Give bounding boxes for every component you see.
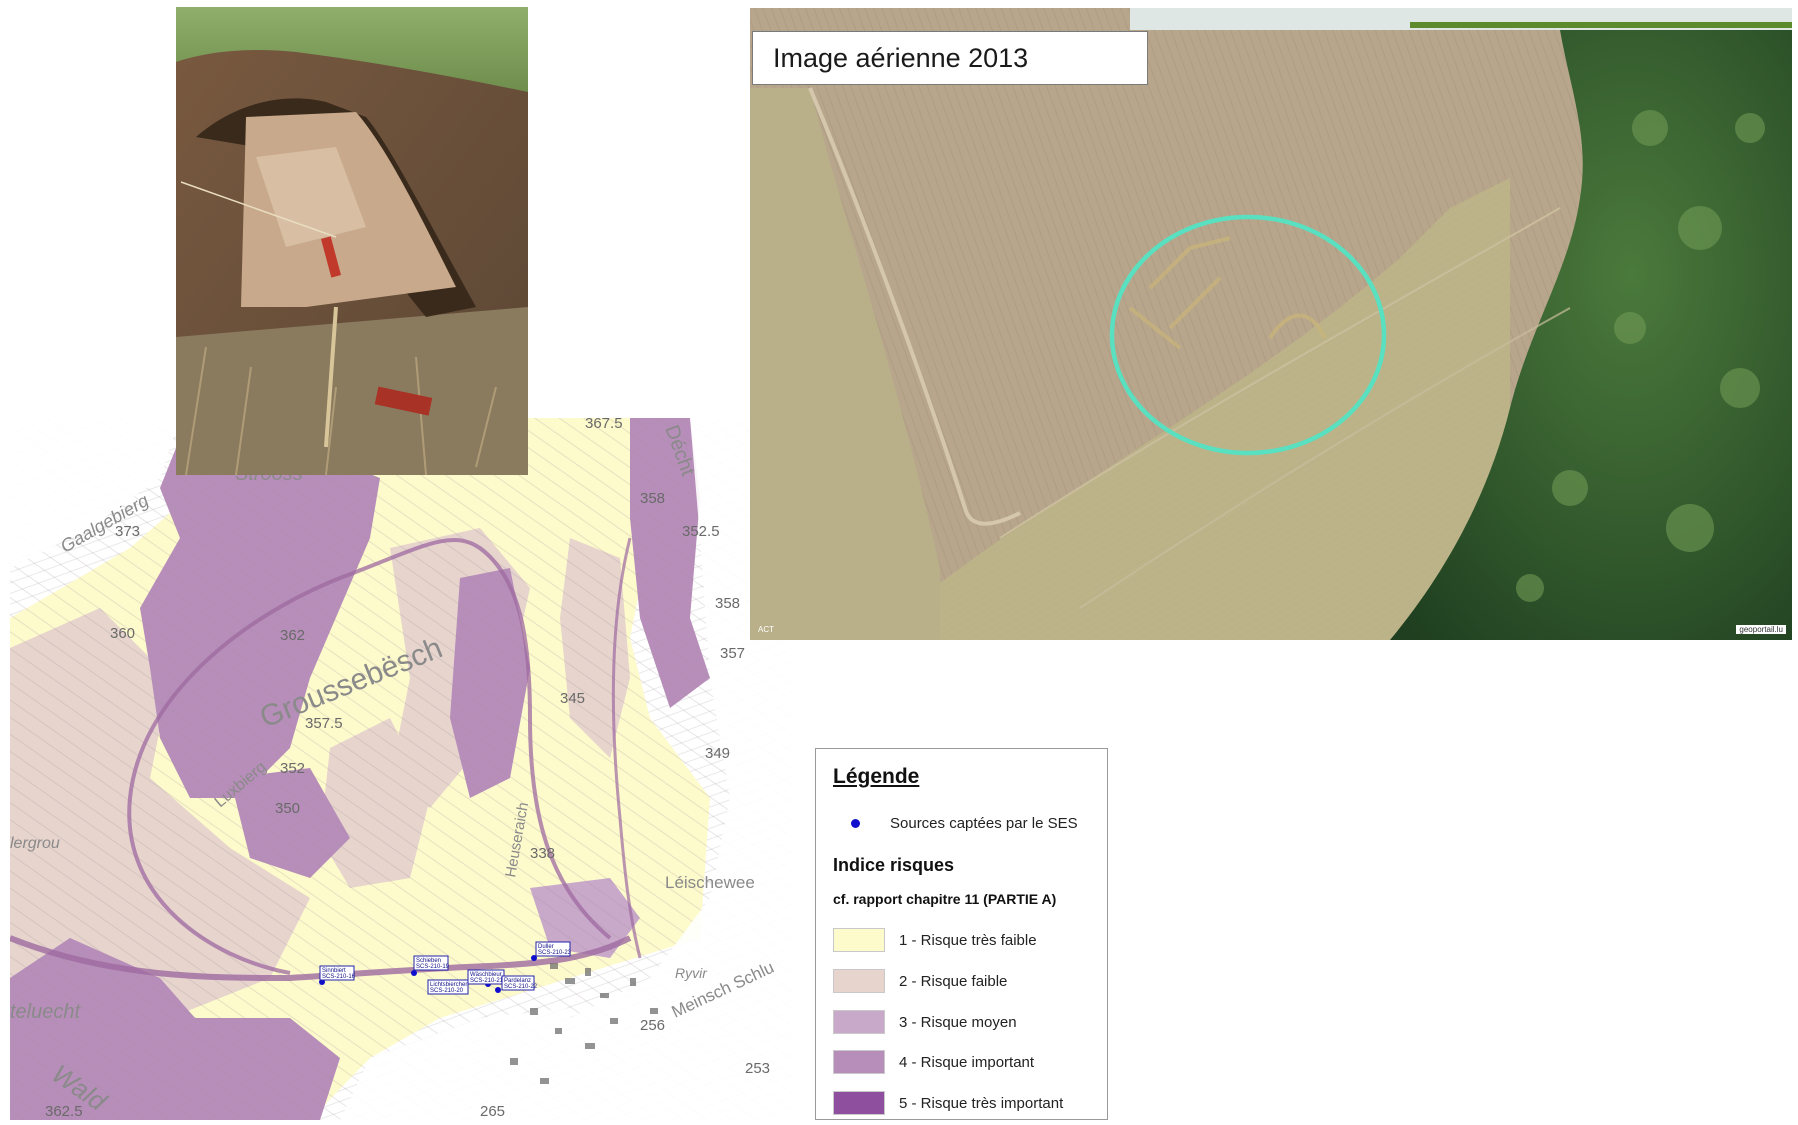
legend-sources-label: Sources captées par le SES — [890, 814, 1078, 832]
aerial-image-canvas — [750, 8, 1792, 640]
water-source[interactable]: Wäschbieur SCS-210-21 — [467, 969, 505, 987]
legend-title: Légende — [833, 765, 920, 788]
svg-text:Sinnbiert: Sinnbiert — [322, 968, 346, 974]
legend-class-label: 5 - Risque très important — [899, 1094, 1064, 1112]
legend-swatch — [833, 1010, 885, 1034]
forest-area — [1390, 30, 1792, 640]
elevation: 367.5 — [585, 418, 623, 432]
aerial-credit-left: ACT — [758, 625, 774, 634]
svg-text:SCS-210-21: SCS-210-21 — [470, 978, 504, 984]
svg-text:Schieben: Schieben — [416, 958, 441, 964]
legend-class-label: 4 - Risque important — [899, 1053, 1035, 1071]
site-highlight-circle — [1109, 214, 1387, 456]
elevation: 350 — [275, 800, 300, 817]
legend-subheading: cf. rapport chapitre 11 (PARTIE A) — [833, 891, 1057, 907]
water-source[interactable]: Duller SCS-210-23 — [531, 941, 572, 961]
scale-bar — [374, 386, 433, 416]
map-legend: Légende Sources captées par le SES Indic… — [815, 748, 1108, 1120]
elevation: 357 — [720, 645, 745, 662]
elevation: 362.5 — [45, 1103, 83, 1120]
svg-text:SCS-210-19: SCS-210-19 — [416, 964, 450, 970]
excavation-photo-canvas — [176, 7, 528, 475]
elevation: 360 — [110, 625, 135, 642]
legend-row-class-4: 4 - Risque important — [833, 1049, 1034, 1075]
svg-text:Duller: Duller — [538, 944, 554, 950]
water-source[interactable]: Sinnbiert SCS-210-16 — [319, 965, 356, 985]
place-name: Léischewee — [665, 873, 755, 892]
aerial-caption: Image aérienne 2013 — [752, 31, 1148, 85]
elevation: 256 — [640, 1017, 665, 1034]
field-track — [808, 87, 1021, 526]
place-name: teluecht — [10, 1001, 81, 1023]
legend-row-sources: Sources captées par le SES — [833, 810, 1078, 836]
legend-swatch — [833, 969, 885, 993]
elevation: 338 — [530, 845, 555, 862]
svg-text:SCS-210-22: SCS-210-22 — [504, 984, 538, 990]
svg-text:Lichtsbierchen: Lichtsbierchen — [430, 982, 469, 988]
legend-class-label: 2 - Risque faible — [899, 972, 1008, 990]
elevation: 373 — [115, 523, 140, 540]
water-source[interactable]: Schieben SCS-210-19 — [411, 955, 450, 976]
legend-row-class-3: 3 - Risque moyen — [833, 1009, 1017, 1035]
scale-bar — [320, 236, 342, 278]
water-source[interactable]: Pardelanz SCS-210-22 — [495, 975, 538, 993]
svg-text:SCS-210-20: SCS-210-20 — [430, 988, 464, 994]
elevation: 345 — [560, 690, 585, 707]
water-source-icon — [851, 818, 860, 828]
risk-map-canvas: Strooss Gaalgebierg Groussebësch Luxbier… — [10, 418, 792, 1120]
aerial-credit-right: geoportail.lu — [1736, 625, 1786, 634]
elevation: 358 — [640, 490, 665, 507]
main-road — [10, 935, 632, 982]
elevation: 349 — [705, 745, 730, 762]
elevation: 265 — [480, 1103, 505, 1120]
elevation: 357.5 — [305, 715, 343, 732]
place-name: Ryvir — [675, 965, 708, 981]
legend-swatch — [833, 1091, 885, 1115]
legend-class-label: 3 - Risque moyen — [899, 1013, 1017, 1031]
water-source[interactable]: Lichtsbierchen SCS-210-20 — [427, 979, 469, 995]
winding-road — [127, 538, 612, 975]
elevation: 358 — [715, 595, 740, 612]
svg-text:SCS-210-23: SCS-210-23 — [538, 950, 572, 956]
legend-row-class-1: 1 - Risque très faible — [833, 927, 1037, 953]
legend-swatch — [833, 1050, 885, 1074]
svg-text:Pardelanz: Pardelanz — [504, 978, 531, 984]
place-name: lergrou — [10, 835, 60, 852]
elevation: 362 — [280, 627, 305, 644]
svg-text:Wäschbieur: Wäschbieur — [470, 972, 502, 978]
elevation: 352 — [280, 760, 305, 777]
excavation-photo — [176, 7, 528, 475]
svg-text:SCS-210-16: SCS-210-16 — [322, 974, 356, 980]
legend-row-class-2: 2 - Risque faible — [833, 968, 1007, 994]
legend-row-class-5: 5 - Risque très important — [833, 1090, 1063, 1116]
legend-class-label: 1 - Risque très faible — [899, 931, 1037, 949]
elevation: 253 — [745, 1060, 770, 1077]
risk-map[interactable]: Strooss Gaalgebierg Groussebësch Luxbier… — [10, 418, 792, 1120]
aerial-image[interactable]: Image aérienne 2013 ACT geoportail.lu — [750, 8, 1792, 640]
legend-heading: Indice risques — [833, 855, 955, 875]
elevation: 352.5 — [682, 523, 720, 540]
legend-swatch — [833, 928, 885, 952]
